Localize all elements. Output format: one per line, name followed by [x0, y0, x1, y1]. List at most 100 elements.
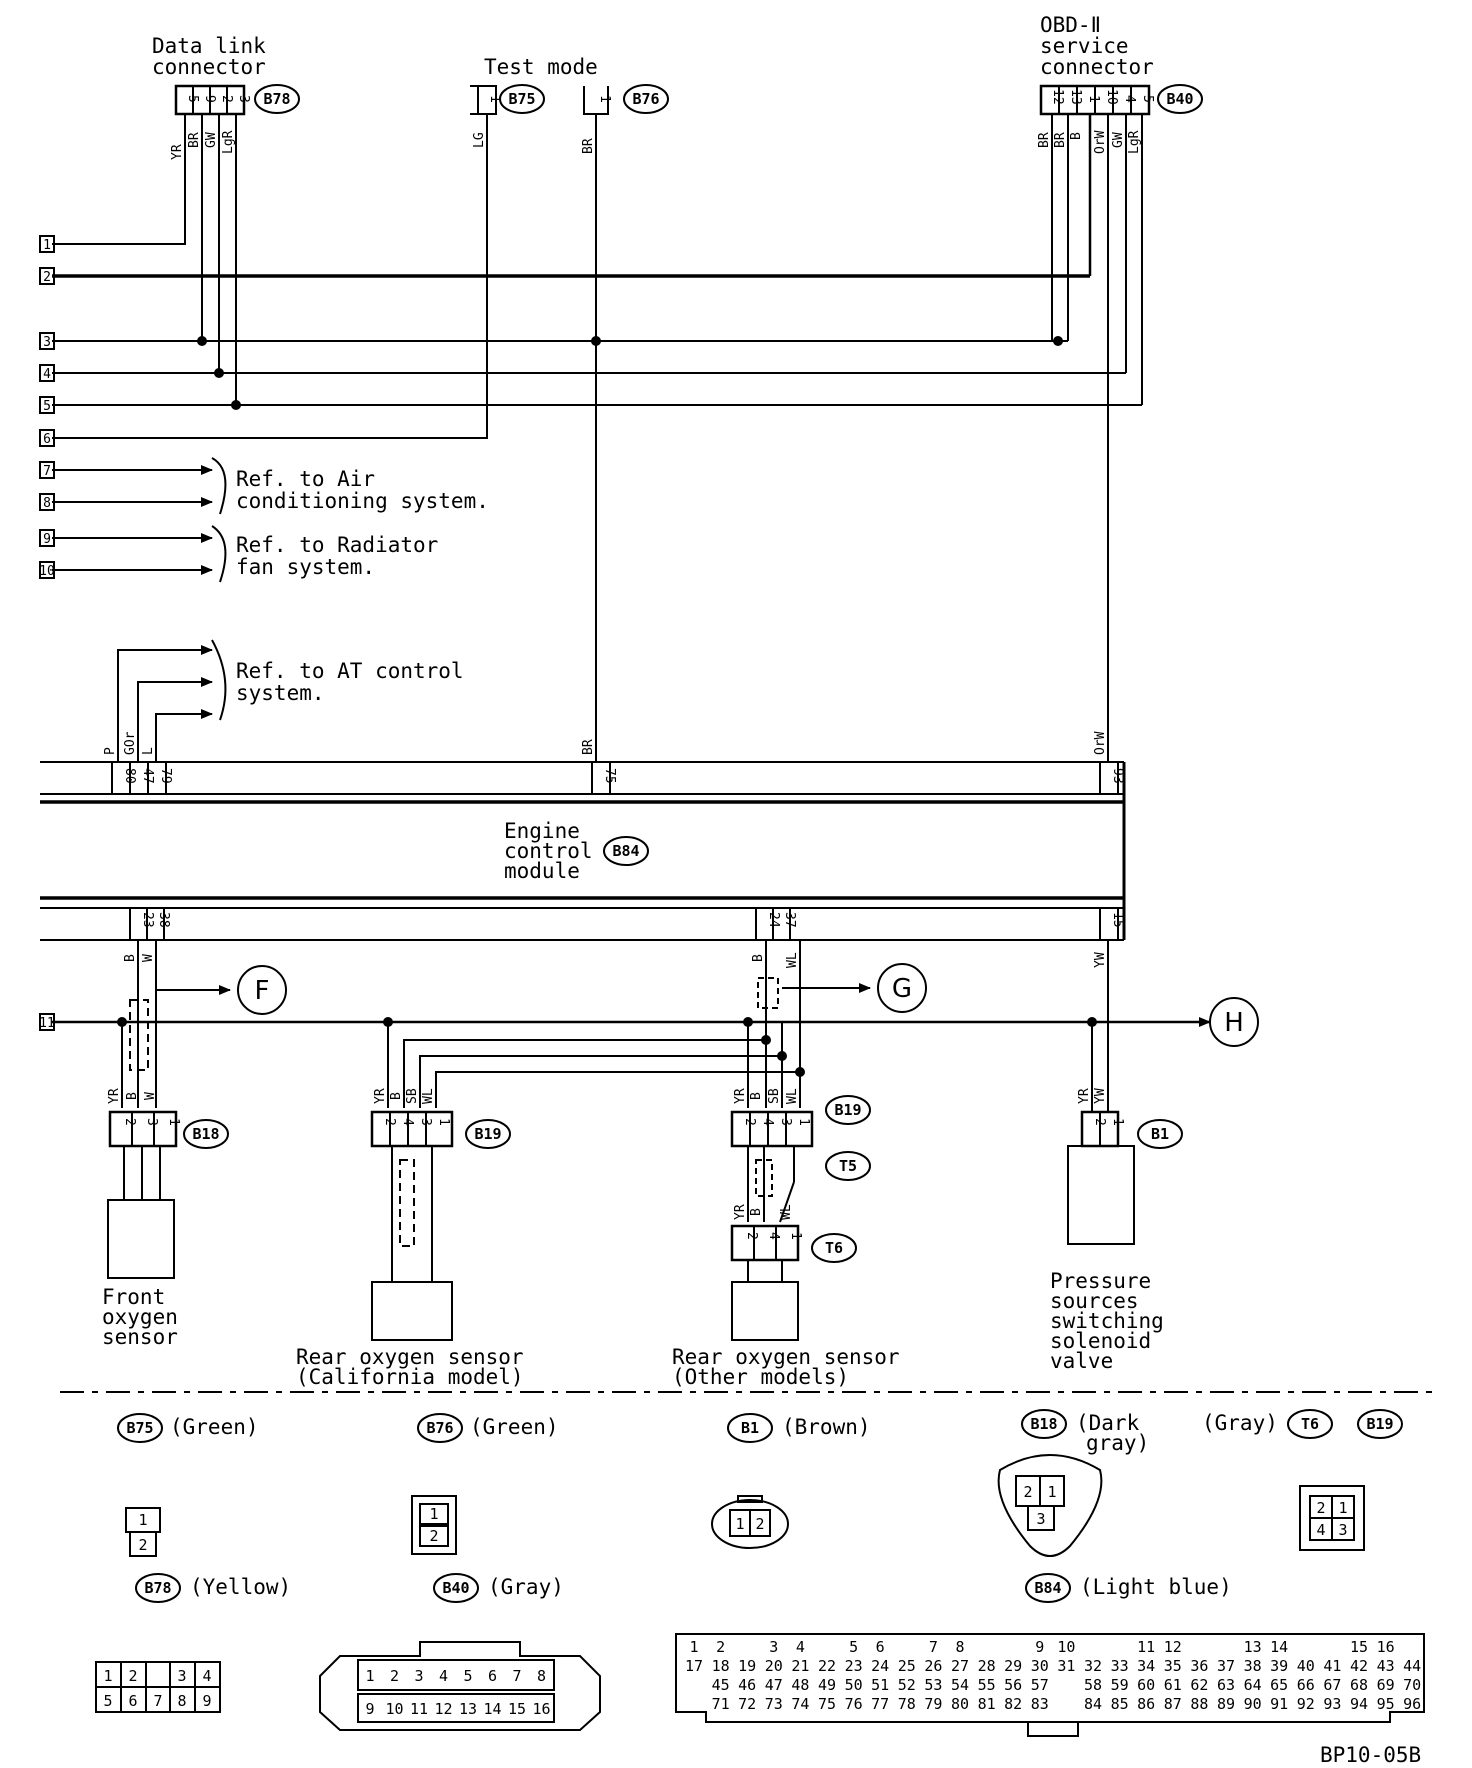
ref-at-1: Ref. to AT control: [236, 659, 464, 683]
front-o2-sensor-body: [107, 1199, 175, 1279]
terminal-label: 4: [43, 367, 51, 382]
legend-b84-pin: 47: [765, 1676, 783, 1694]
legend-b84-pin: 7: [929, 1638, 938, 1656]
legend-b40-pin: 1: [365, 1667, 374, 1685]
b40-pin: 13: [1068, 89, 1083, 105]
legend-b84-pin: 38: [1244, 1657, 1262, 1675]
wire-color: B: [123, 954, 138, 962]
rear-ca-label-1: Rear oxygen sensor: [296, 1345, 524, 1369]
wire-color: YR: [733, 1088, 748, 1104]
legend-b84-pin: 34: [1137, 1657, 1155, 1675]
legend-b84-pin: 3: [769, 1638, 778, 1656]
legend-b84-pin: 54: [951, 1676, 969, 1694]
legend-b40-pin: 11: [410, 1700, 428, 1718]
legend-b84-pin: 19: [738, 1657, 756, 1675]
wire-color: B: [125, 1092, 140, 1100]
legend-b18-color-1: (Dark: [1076, 1411, 1140, 1435]
legend-b84-pin: 75: [818, 1695, 836, 1713]
legend-b78-pin: 6: [128, 1692, 137, 1710]
t6-pin: 4: [766, 1232, 781, 1240]
ecm-pin: 38: [156, 912, 171, 928]
legend-b84-pin: 93: [1323, 1695, 1341, 1713]
legend-b18-connector: [997, 1454, 1103, 1557]
legend-b40-pin: 8: [537, 1667, 546, 1685]
b78-pin: 5: [185, 95, 200, 103]
b40-tag: [1157, 84, 1203, 114]
legend-b84-pin: 18: [712, 1657, 730, 1675]
legend-b40-pin: 13: [459, 1700, 477, 1718]
legend-b75-color: (Green): [170, 1415, 259, 1439]
legend-b84-pin: 28: [978, 1657, 996, 1675]
legend-b40-pin: 3: [414, 1667, 423, 1685]
wire-color: YR: [733, 1204, 748, 1220]
wire-color: YR: [170, 144, 185, 160]
b40-tag-label: B40: [1166, 90, 1193, 108]
offpage-g: [877, 963, 927, 1013]
test-mode-label: Test mode: [484, 55, 598, 79]
legend-b84-pin: 94: [1350, 1695, 1368, 1713]
ref-ac-1: Ref. to Air: [236, 467, 375, 491]
legend-b84-pin: 82: [1004, 1695, 1022, 1713]
wire-color: W: [141, 954, 156, 962]
legend-b84-pin: 33: [1111, 1657, 1129, 1675]
ecm-pin: 23: [140, 912, 155, 928]
legend-b84-pin: 45: [712, 1676, 730, 1694]
terminal-label: 9: [43, 532, 51, 547]
legend-b84-pin: 84: [1084, 1695, 1102, 1713]
psv-label-5: valve: [1050, 1349, 1113, 1373]
legend-b84-pin: 21: [791, 1657, 809, 1675]
b40-pin: 5: [1140, 95, 1155, 103]
legend-b78-pin: 9: [202, 1692, 211, 1710]
wire-color: BR: [581, 138, 596, 154]
connector-b19-other: [730, 1110, 814, 1148]
legend-b84-pin: 86: [1137, 1695, 1155, 1713]
legend-b78-pin: 4: [202, 1667, 211, 1685]
offpage-h-label: H: [1224, 1008, 1244, 1038]
legend-b75-id: B75: [126, 1419, 153, 1437]
t6-pin: 1: [788, 1232, 803, 1240]
legend-b75-pin: 2: [138, 1536, 147, 1554]
legend-t6-pin: 3: [1338, 1521, 1347, 1539]
legend-b84-pin: 80: [951, 1695, 969, 1713]
wire-color: YW: [1093, 952, 1108, 968]
t6-tag-label: T6: [825, 1239, 843, 1257]
b75-tag-label: B75: [508, 90, 535, 108]
wire-color: B: [389, 1092, 404, 1100]
ecm-pin: 80: [122, 768, 137, 784]
legend-b84-pin: 76: [845, 1695, 863, 1713]
junction-dots: [117, 336, 1097, 1077]
terminal-label: 2: [43, 270, 51, 285]
psv-label-1: Pressure: [1050, 1269, 1151, 1293]
legend-b19-tag: [1357, 1409, 1403, 1439]
legend-b76-color: (Green): [470, 1415, 559, 1439]
b19-other-tag-label: B19: [834, 1101, 861, 1119]
wire-color: SB: [405, 1088, 420, 1104]
wire-color: LG: [472, 132, 487, 148]
data-link-label-1: Data link: [152, 34, 266, 58]
legend-b84-pin: 72: [738, 1695, 756, 1713]
legend-b18-tag: [1021, 1409, 1067, 1439]
ecm-pin: 75: [602, 768, 617, 784]
ref-ac-2: conditioning system.: [236, 489, 489, 513]
legend-b78-pin: 8: [177, 1692, 186, 1710]
terminal-label: 6: [43, 432, 51, 447]
ref-rad-2: fan system.: [236, 555, 375, 579]
terminal-label: 5: [43, 399, 51, 414]
legend-b84-pin: 26: [924, 1657, 942, 1675]
b1-pin: 2: [1092, 1118, 1107, 1126]
b19-pin: 2: [382, 1118, 397, 1126]
legend-t6-pin: 4: [1316, 1521, 1325, 1539]
legend-b84-pin: 71: [712, 1695, 730, 1713]
legend-b18-pin: 2: [1023, 1483, 1032, 1501]
b19-tag: [465, 1119, 511, 1149]
b78-pin: 9: [202, 95, 217, 103]
legend-b84-pin: 36: [1190, 1657, 1208, 1675]
connector-b19-california: [370, 1110, 454, 1148]
legend-b84-pin: 32: [1084, 1657, 1102, 1675]
legend-b84-pin: 58: [1084, 1676, 1102, 1694]
legend-b84-pin: 12: [1164, 1638, 1182, 1656]
legend-b76-id: B76: [426, 1419, 453, 1437]
legend-t6-pin: 1: [1338, 1499, 1347, 1517]
